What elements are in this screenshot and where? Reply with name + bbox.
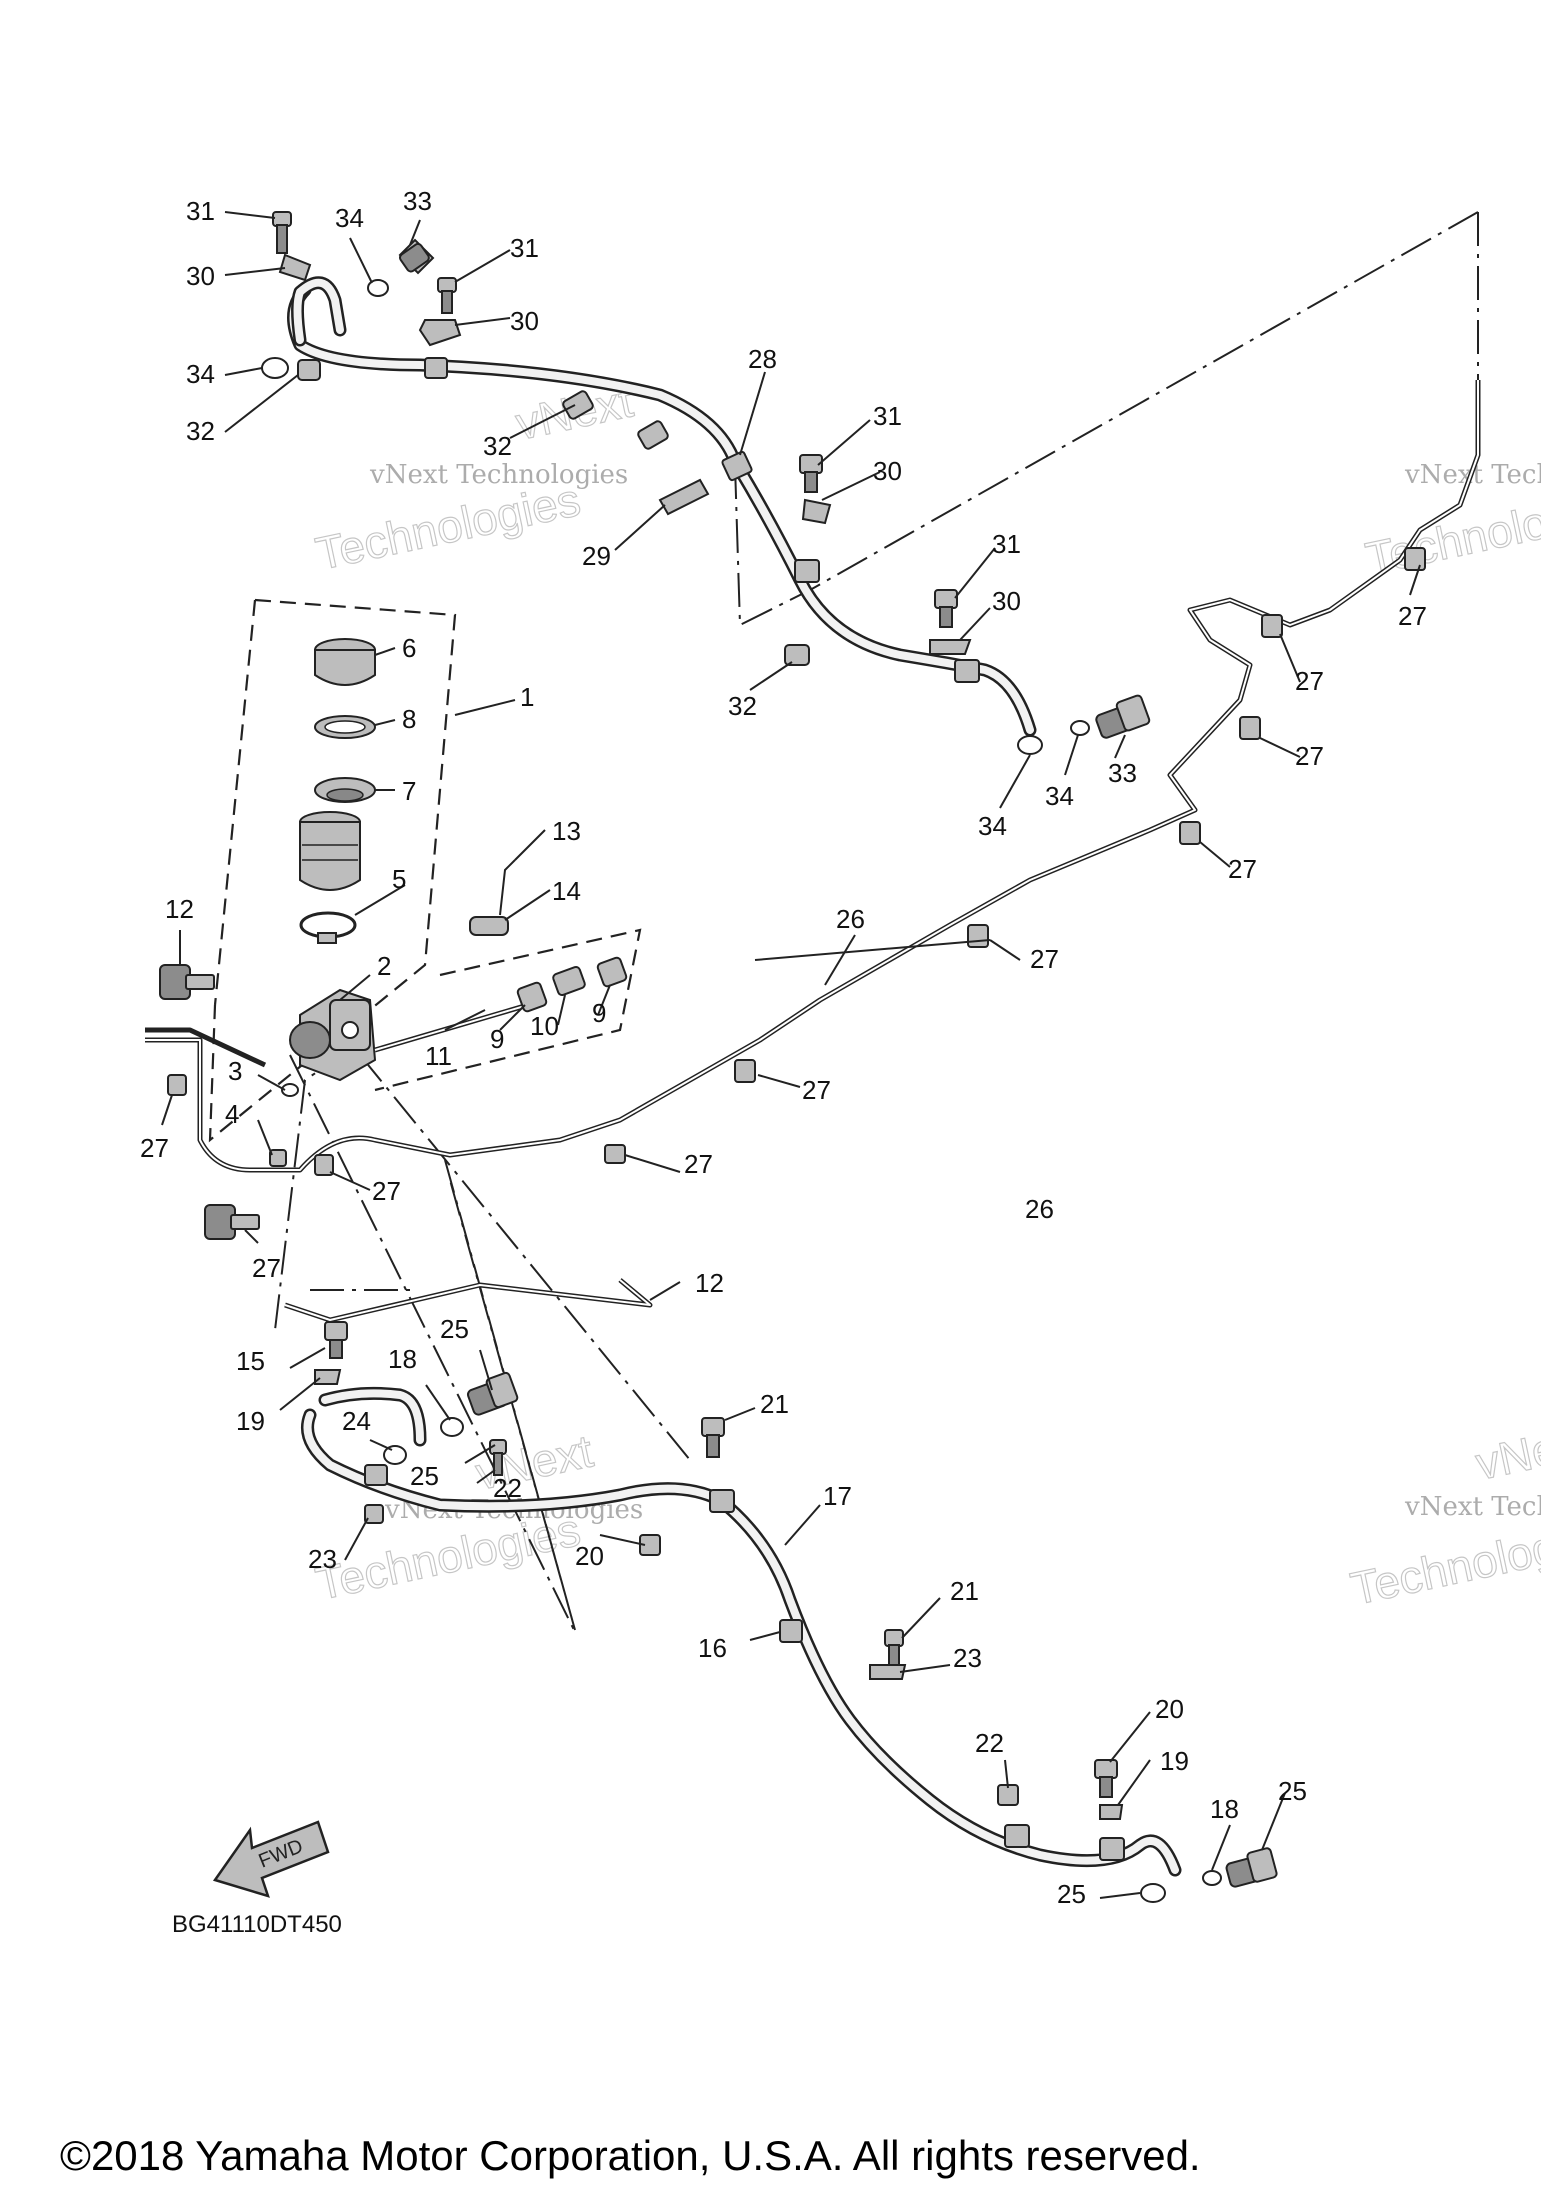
callout-label: 22 <box>493 1473 522 1503</box>
callout-label: 31 <box>510 233 539 263</box>
callout-label: 27 <box>140 1133 169 1163</box>
callout-label: 27 <box>1295 666 1324 696</box>
callout-label: 19 <box>236 1406 265 1436</box>
callout-label: 31 <box>186 196 215 226</box>
lower-fittings <box>314 1321 1278 1903</box>
callout-label: 30 <box>992 586 1021 616</box>
callout-label: 24 <box>342 1406 371 1436</box>
callout-label: 11 <box>425 1041 452 1071</box>
callout-label: 12 <box>165 894 194 924</box>
callout-label: 25 <box>1278 1776 1307 1806</box>
reference-lines <box>208 211 1479 1633</box>
callout-label: 27 <box>1030 944 1059 974</box>
callout-label: 34 <box>186 359 215 389</box>
callout-label: 3 <box>228 1056 242 1086</box>
watermark-text: vNext Technologies <box>369 460 628 490</box>
callout-label: 2 <box>377 951 391 981</box>
watermark-text: vNext Technologies <box>1404 1492 1541 1522</box>
callout-label: 29 <box>582 541 611 571</box>
callout-label: 34 <box>335 203 364 233</box>
callout-label: 26 <box>836 904 865 934</box>
callout-label: 27 <box>372 1176 401 1206</box>
brake-pipe-15 <box>284 1278 653 1323</box>
callout-label: 26 <box>1025 1194 1054 1224</box>
callout-label: 23 <box>308 1544 337 1574</box>
callout-label: 8 <box>402 704 416 734</box>
callout-label: 31 <box>873 401 902 431</box>
callout-label: 17 <box>823 1481 852 1511</box>
callout-label: 1 <box>520 682 534 712</box>
callout-label: 25 <box>440 1314 469 1344</box>
callout-label: 27 <box>802 1075 831 1105</box>
callout-label: 25 <box>1057 1879 1086 1909</box>
callout-label: 18 <box>1210 1794 1239 1824</box>
lower-brake-hose <box>301 1386 1182 1877</box>
forward-arrow-icon: FWD <box>212 1820 330 1898</box>
callout-label: 15 <box>236 1346 265 1376</box>
callout-label: 27 <box>1295 741 1324 771</box>
callout-label: 30 <box>186 261 215 291</box>
callout-label: 27 <box>1398 601 1427 631</box>
callout-label: 28 <box>748 344 777 374</box>
upper-fittings <box>261 211 1151 755</box>
master-cylinder-kit <box>159 638 628 1240</box>
copyright-text: ©2018 Yamaha Motor Corporation, U.S.A. A… <box>60 2132 1201 2179</box>
callout-label: 27 <box>684 1149 713 1179</box>
callout-label: 5 <box>392 864 406 894</box>
callout-label: 20 <box>575 1541 604 1571</box>
callout-label: 25 <box>410 1461 439 1491</box>
watermark-text: Technologies <box>1346 1508 1541 1615</box>
callout-label: 27 <box>252 1253 281 1283</box>
callout-label: 16 <box>698 1633 727 1663</box>
callout-label: 32 <box>728 691 757 721</box>
callout-label: 33 <box>1108 758 1137 788</box>
brake-pipe <box>145 380 1481 1176</box>
callout-label: 14 <box>552 876 581 906</box>
callout-label: 21 <box>950 1576 979 1606</box>
callout-label: 31 <box>992 529 1021 559</box>
callout-label: 7 <box>402 776 416 806</box>
callout-label: 30 <box>510 306 539 336</box>
figure-code: BG41110DT450 <box>172 1911 342 1938</box>
upper-brake-hose <box>287 276 1037 737</box>
callout-label: 33 <box>403 186 432 216</box>
watermark-text: vNext <box>1471 1414 1541 1489</box>
leader-lines <box>161 211 1421 1899</box>
callout-label: 4 <box>225 1099 239 1129</box>
callout-label: 6 <box>402 633 416 663</box>
callout-label: 32 <box>483 431 512 461</box>
callout-label: 9 <box>490 1024 504 1054</box>
watermark-group: vNext Technologies Technologies vNext vN… <box>311 374 1541 1616</box>
callout-labels: 31 30 34 33 31 30 34 32 32 28 29 31 30 3… <box>140 186 1427 1909</box>
callout-label: 19 <box>1160 1746 1189 1776</box>
callout-label: 20 <box>1155 1694 1184 1724</box>
callout-label: 13 <box>552 816 581 846</box>
callout-label: 12 <box>695 1268 724 1298</box>
callout-label: 27 <box>1228 854 1257 884</box>
callout-label: 22 <box>975 1728 1004 1758</box>
callout-label: 21 <box>760 1389 789 1419</box>
callout-label: 34 <box>1045 781 1074 811</box>
callout-label: 32 <box>186 416 215 446</box>
callout-label: 34 <box>978 811 1007 841</box>
callout-label: 30 <box>873 456 902 486</box>
callout-label: 23 <box>953 1643 982 1673</box>
callout-label: 9 <box>592 998 606 1028</box>
callout-label: 10 <box>530 1011 559 1041</box>
callout-label: 18 <box>388 1344 417 1374</box>
